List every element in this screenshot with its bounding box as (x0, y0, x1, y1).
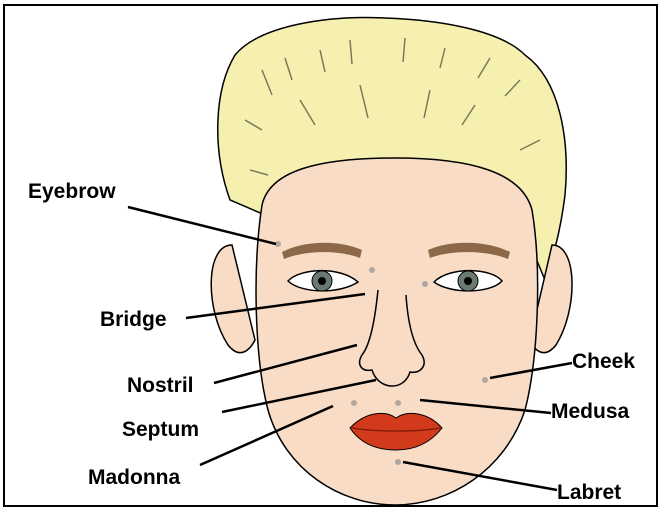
label-cheek: Cheek (572, 350, 635, 373)
label-eyebrow: Eyebrow (28, 180, 116, 203)
face (256, 158, 538, 505)
eyebrow-leader (128, 207, 276, 244)
label-medusa: Medusa (551, 400, 630, 423)
label-septum: Septum (122, 418, 199, 441)
label-labret: Labret (557, 481, 621, 504)
label-madonna: Madonna (88, 466, 180, 489)
label-bridge: Bridge (100, 308, 167, 331)
left-ear (211, 245, 255, 353)
label-nostril: Nostril (127, 374, 194, 397)
